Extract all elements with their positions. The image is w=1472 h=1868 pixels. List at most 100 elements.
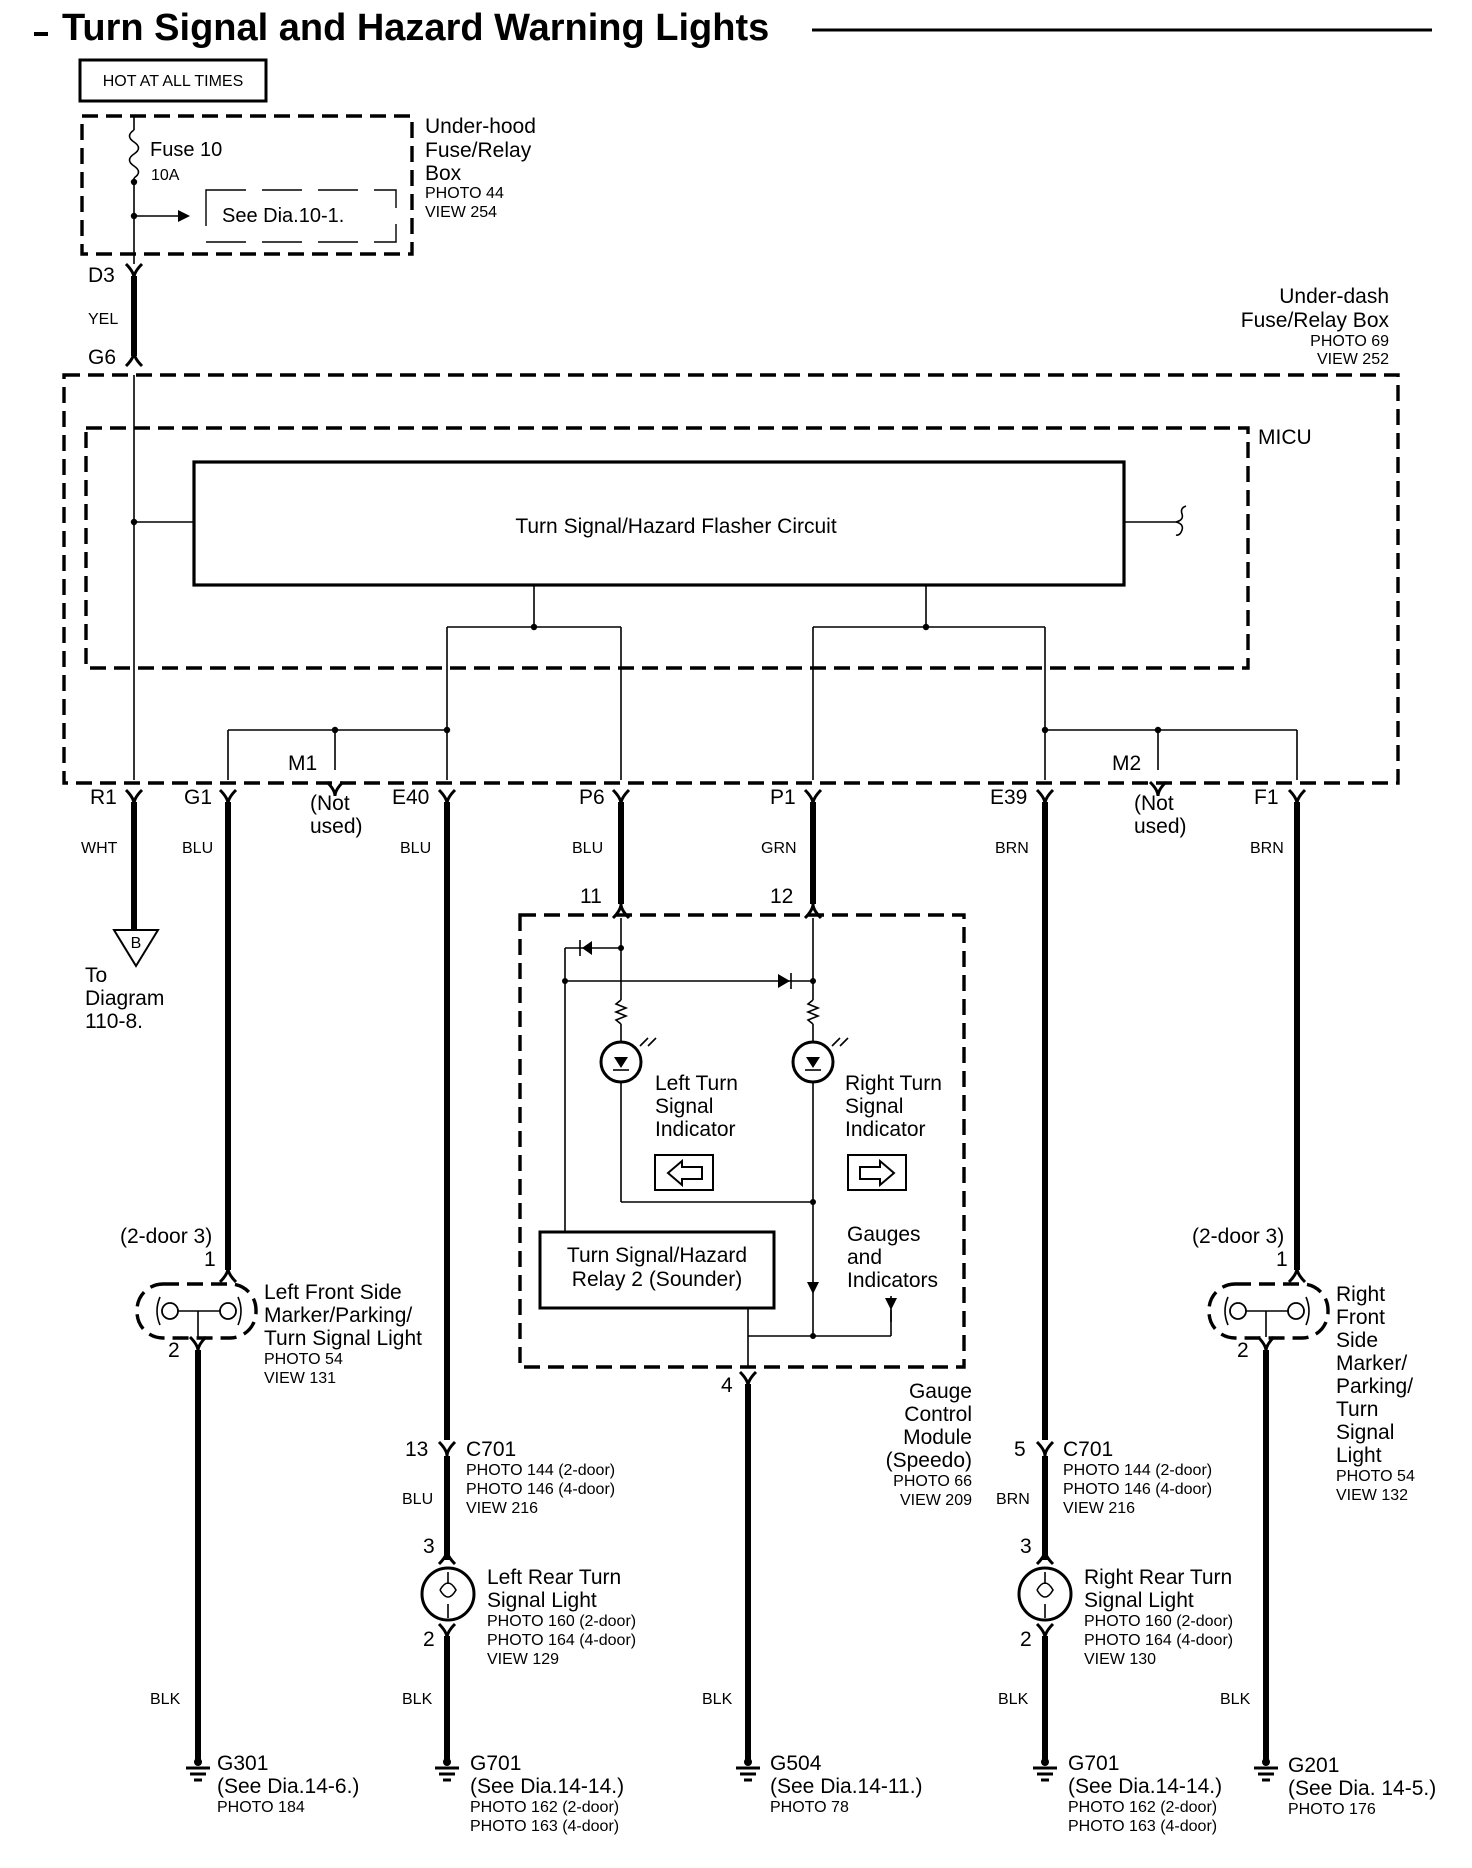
gauges-arrow [807, 1282, 819, 1294]
rf-view: VIEW 132 [1336, 1487, 1408, 1504]
rf-bottom-connector [1256, 1335, 1276, 1352]
rf-name-2: Front [1336, 1306, 1385, 1329]
g6-connector [124, 351, 144, 368]
underhood-name-2: Fuse/Relay [425, 139, 532, 162]
lr-top-connector [437, 1549, 457, 1566]
underhood-name-1: Under-hood [425, 115, 536, 138]
gauge-control-box [518, 913, 966, 1369]
ground-icon [186, 1766, 210, 1782]
lf-bulb-2 [219, 1302, 237, 1320]
underdash-name-2: Fuse/Relay Box [1241, 309, 1390, 332]
g301-photo: PHOTO 184 [217, 1799, 305, 1816]
g201-see: (See Dia. 14-5.) [1288, 1777, 1436, 1800]
fuse-10-rating: 10A [151, 167, 180, 184]
lf-photo: PHOTO 54 [264, 1351, 343, 1368]
ground-g201: G201 (See Dia. 14-5.) PHOTO 176 [1254, 1754, 1436, 1818]
c701-left-wire-color: BLU [402, 1491, 433, 1508]
rr-name-2: Signal Light [1084, 1589, 1194, 1612]
rf-photo: PHOTO 54 [1336, 1468, 1415, 1485]
lr-bottom-connector [437, 1622, 457, 1639]
underdash-photo: PHOTO 69 [1310, 333, 1389, 350]
junction [810, 1333, 816, 1339]
diagram-title: Turn Signal and Hazard Warning Lights [62, 7, 769, 49]
g201-wire-color: BLK [1220, 1691, 1251, 1708]
left-ind-name-3: Indicator [655, 1118, 736, 1141]
c701-left-pin: 13 [405, 1438, 428, 1461]
module-name-3: Module [903, 1426, 972, 1449]
ground-dot [194, 1758, 202, 1766]
module-name-4: (Speedo) [886, 1449, 972, 1472]
junction [130, 178, 138, 186]
left-front-light-body [135, 1282, 258, 1340]
lr-view: VIEW 129 [487, 1651, 559, 1668]
lf-top-connector [218, 1267, 238, 1284]
pin12-connector [803, 903, 823, 920]
c701-left-name: C701 [466, 1438, 516, 1461]
g301-name: G301 [217, 1752, 268, 1775]
right-front-light-body [1207, 1282, 1330, 1340]
sounder-relay-box [538, 1230, 776, 1310]
lf-pin2: 2 [168, 1339, 180, 1362]
right-ind-resistor [805, 999, 821, 1025]
right-arrow-box [847, 1154, 907, 1191]
rf-name-8: Light [1336, 1444, 1382, 1467]
m1-connector [325, 780, 345, 797]
g701-right-name: G701 [1068, 1752, 1119, 1775]
g1-label: G1 [184, 786, 212, 809]
gauges-label-1: Gauges [847, 1223, 921, 1246]
rf-pin1: 1 [1276, 1248, 1288, 1271]
ground-g701-right: G701 (See Dia.14-14.) PHOTO 162 (2-door)… [1033, 1752, 1222, 1835]
e39-connector [1035, 788, 1055, 805]
relay-name-1: Turn Signal/Hazard [567, 1244, 747, 1267]
module-name-1: Gauge [909, 1380, 972, 1403]
aux-continuation-symbol [1175, 505, 1187, 536]
see-dia-10-1: See Dia.10-1. [222, 205, 344, 227]
m2-label: M2 [1112, 752, 1141, 775]
g701-left-name: G701 [470, 1752, 521, 1775]
micu-box [84, 426, 1250, 670]
ground-g504: G504 (See Dia.14-11.) PHOTO 78 [736, 1752, 923, 1816]
d3-connector [124, 262, 144, 279]
c701-right-photo1: PHOTO 144 (2-door) [1063, 1462, 1212, 1479]
to-diagram-2: Diagram [85, 987, 164, 1010]
rr-pin3: 3 [1020, 1535, 1032, 1558]
lr-photo2: PHOTO 164 (4-door) [487, 1632, 636, 1649]
lr-pin2: 2 [423, 1628, 435, 1651]
right-ind-led [806, 1057, 820, 1068]
r1-label: R1 [90, 786, 117, 809]
c701-right-pin: 5 [1014, 1438, 1026, 1461]
left-ind-name-2: Signal [655, 1095, 713, 1118]
g701-left-photo1: PHOTO 162 (2-door) [470, 1799, 619, 1816]
p1-label: P1 [770, 786, 796, 809]
underhood-view: VIEW 254 [425, 204, 497, 221]
c701-right-wire-color: BRN [996, 1491, 1030, 1508]
m2-connector [1148, 780, 1168, 797]
fuse-10-symbol [128, 129, 140, 179]
m2-not-used-2: used) [1134, 815, 1187, 838]
ground-icon [435, 1766, 459, 1782]
underdash-box [62, 373, 1400, 785]
left-rear-light [420, 1566, 476, 1622]
ground-icon [736, 1766, 760, 1782]
c701-right-connector [1035, 1440, 1055, 1457]
lr-name-2: Signal Light [487, 1589, 597, 1612]
lf-filament [156, 1296, 242, 1337]
m1-not-used-2: used) [310, 815, 363, 838]
e40-connector [437, 788, 457, 805]
g701-right-wire-color: BLK [998, 1691, 1029, 1708]
g201-photo: PHOTO 176 [1288, 1801, 1376, 1818]
rf-name-6: Turn [1336, 1398, 1378, 1421]
left-ind-led [614, 1057, 628, 1068]
e39-wire-color: BRN [995, 840, 1029, 857]
e40-wire-color: BLU [400, 840, 431, 857]
rr-filament [1036, 1572, 1054, 1618]
c701-left-view: VIEW 216 [466, 1500, 538, 1517]
lr-photo1: PHOTO 160 (2-door) [487, 1613, 636, 1630]
lr-filament [439, 1572, 457, 1618]
lf-door-note: (2-door 3) [120, 1225, 212, 1248]
g701-right-see: (See Dia.14-14.) [1068, 1775, 1222, 1798]
rf-name-5: Parking/ [1336, 1375, 1413, 1398]
rf-name-3: Side [1336, 1329, 1378, 1352]
g301-wire-color: BLK [150, 1691, 181, 1708]
